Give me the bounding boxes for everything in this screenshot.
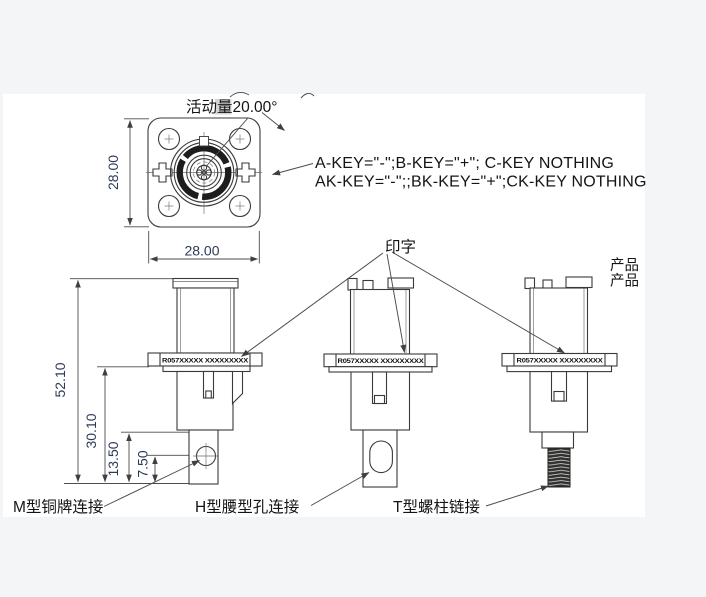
rotation-note: 活动量20.00° [186, 91, 315, 167]
connector-m-view: R057XXXXX XXXXXXXXX [147, 277, 263, 485]
dim-text-width: 28.00 [184, 243, 219, 259]
variant-label-m: M型铜牌连接 [13, 498, 103, 516]
marking-callout: 印字 [241, 238, 565, 357]
marking-label: 印字 [385, 238, 416, 256]
variant-label-h: H型腰型孔连接 [195, 498, 299, 516]
dim-width-28: 28.00 [148, 231, 260, 264]
variant-label-t: T型螺柱链接 [393, 498, 480, 516]
t-body [529, 287, 589, 355]
connector-t-view: R057XXXXX XXXXXXXXX [501, 276, 618, 488]
product-label-2: 产品 [610, 273, 639, 290]
front-flange-view: 28.00 28.00 活动量20.00° A-KEY="-"; [105, 91, 647, 264]
m-side-tab [231, 370, 244, 405]
t-key-tab2 [542, 279, 553, 290]
key-note: A-KEY="-";B-KEY="+"; C-KEY NOTHING AK-KE… [272, 155, 647, 191]
h-cap [387, 277, 415, 289]
m-body [176, 287, 235, 354]
h-slot-notch [373, 394, 386, 405]
h-oblong-hole [369, 440, 393, 474]
connector-h-view: R057XXXXX XXXXXXXXX [323, 277, 438, 488]
char-highlight [215, 99, 232, 115]
h-body [349, 288, 411, 355]
variant-labels: M型铜牌连接 H型腰型孔连接 T型螺柱链接 [13, 460, 549, 516]
m-cap [172, 277, 239, 289]
key-note-line1: A-KEY="-";B-KEY="+"; C-KEY NOTHING [315, 155, 614, 172]
m-copper-tab [188, 429, 219, 485]
t-cap [565, 276, 593, 289]
m-flange-marking: R057XXXXX XXXXXXXXX [162, 357, 249, 364]
keyway-notch [199, 136, 209, 147]
h-key-tab2 [362, 279, 374, 291]
corner-screw-holes [157, 127, 252, 218]
t-flange-plate [506, 365, 613, 373]
t-threaded-stud [547, 447, 571, 488]
left-cross-cutout [152, 162, 173, 183]
dim-text-to-flange: 30.10 [83, 413, 99, 448]
dim-height-28: 28.00 [105, 118, 149, 228]
h-key-tab1 [347, 277, 358, 291]
t-nut [541, 431, 575, 449]
right-cross-cutout [235, 162, 256, 183]
connector-face-rings [169, 136, 239, 207]
side-view-dimensions: 52.10 30.10 13.50 7.50 [52, 278, 204, 484]
t-slot-notch [553, 390, 565, 402]
product-labels: 产品 产品 [610, 257, 639, 290]
rotation-label: 活动量20.00° [186, 98, 278, 116]
t-key-tab1 [524, 277, 536, 290]
m-pin-slot [205, 390, 212, 399]
t-flange-marking: R057XXXXX XXXXXXXXX [517, 357, 604, 364]
m-flange-plate [162, 365, 251, 373]
dim-text-tab: 13.50 [105, 441, 121, 476]
h-flange-plate [328, 366, 433, 373]
key-note-line2: AK-KEY="-";;BK-KEY="+";CK-KEY NOTHING [315, 174, 647, 191]
h-flange-marking: R057XXXXX XXXXXXXXX [338, 358, 425, 365]
dim-text-hole: 7.50 [135, 450, 151, 477]
dim-text-overall: 52.10 [52, 362, 68, 397]
product-label-1: 产品 [610, 257, 639, 274]
dim-text-height: 28.00 [105, 155, 121, 190]
